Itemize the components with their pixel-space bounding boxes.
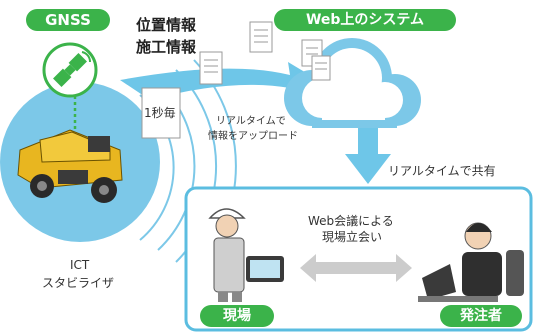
machine-label-line1: ICT: [70, 258, 90, 272]
share-arrow: [345, 128, 391, 184]
meeting-line2: 現場立会い: [322, 230, 383, 244]
meeting-line1: Web会議による: [308, 214, 394, 228]
stabilizer-machine-icon: [17, 129, 123, 203]
site-label: 現場: [200, 305, 274, 327]
site-worker-icon: [208, 208, 284, 302]
interval-document: [141, 87, 181, 139]
upload-line2: 情報をアップロード: [208, 131, 298, 142]
interval-label: 1秒毎: [144, 106, 176, 120]
document-icons: [141, 21, 331, 139]
share-label: リアルタイムで共有: [388, 164, 496, 178]
data-items-line2: 施工情報: [136, 38, 197, 56]
cloud-icon: [284, 38, 421, 128]
client-label: 発注者: [440, 305, 522, 327]
meeting-double-arrow: [300, 254, 412, 282]
client-worker-icon: [418, 222, 524, 302]
machine-label-line2: スタビライザ: [42, 276, 115, 290]
web-system-label: Web上のシステム: [274, 9, 456, 31]
data-items-line1: 位置情報: [136, 16, 197, 34]
gnss-label: GNSS: [26, 9, 110, 31]
satellite-icon: [42, 42, 98, 98]
upload-line1: リアルタイムで: [216, 116, 286, 127]
